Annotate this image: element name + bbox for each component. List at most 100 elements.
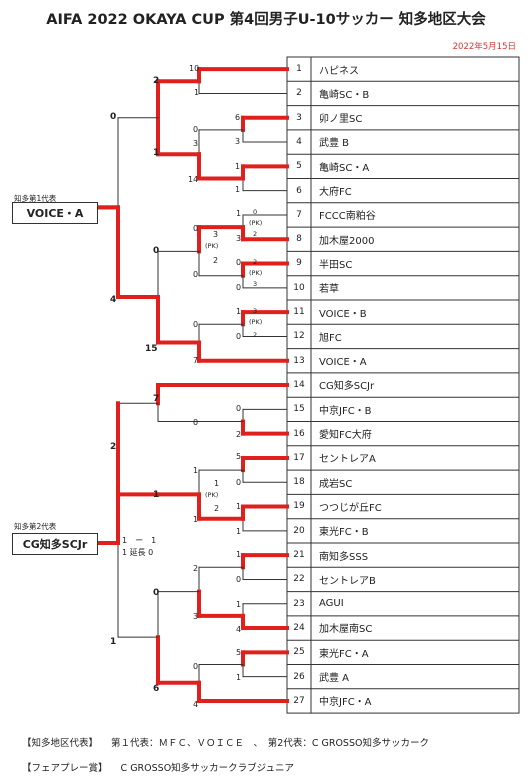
score-label: 0	[236, 332, 242, 341]
team-name: 中京JFC・A	[319, 697, 372, 709]
score-label: (PK)	[249, 318, 263, 326]
team-row: 19 つつじが丘FC	[287, 494, 519, 518]
score-label: 4	[110, 295, 117, 305]
team-name: AGUI	[319, 598, 344, 610]
team-number: 8	[296, 234, 302, 245]
rep1-box: VOICE・A	[12, 202, 98, 224]
score-label: 0	[236, 258, 242, 267]
score-label: 1	[193, 515, 199, 524]
team-number: 25	[293, 647, 305, 658]
score-label: 0	[193, 418, 199, 427]
team-number: 19	[293, 501, 305, 512]
score-label: 0	[253, 208, 258, 216]
score-label: 2	[213, 256, 219, 265]
score-label: 1	[236, 209, 242, 218]
score-label: 0	[193, 224, 199, 233]
team-name: 若草	[319, 284, 339, 296]
score-label: 3	[235, 137, 241, 146]
score-label: 14	[188, 175, 199, 184]
team-number: 24	[293, 622, 305, 633]
score-label: 1	[236, 527, 242, 536]
score-label: 1 ー 1	[122, 536, 157, 545]
team-name: 卯ノ里SC	[319, 114, 363, 126]
score-label: 1	[193, 466, 199, 475]
score-label: 1	[214, 479, 220, 488]
score-label: 4	[236, 625, 242, 634]
score-label: 1	[236, 673, 242, 682]
score-label: 0	[153, 246, 160, 256]
team-name: VOICE・B	[319, 308, 367, 320]
team-name: 南知多SSS	[319, 551, 369, 563]
team-name: つつじが丘FC	[319, 502, 382, 514]
team-name: FCCC南粕谷	[319, 211, 376, 223]
score-label: 2	[153, 76, 160, 86]
team-number: 26	[293, 671, 305, 682]
event-date: 2022年5月15日	[452, 42, 516, 52]
team-name: CG知多SCJr	[319, 381, 375, 393]
team-number: 21	[293, 550, 305, 560]
team-number: 14	[293, 379, 305, 390]
score-label: 0	[153, 588, 160, 598]
score-label: 0	[110, 112, 117, 122]
score-label: 2	[193, 564, 199, 573]
team-number: 5	[296, 161, 302, 172]
team-name: 武豊 A	[319, 673, 350, 684]
score-label: 4	[193, 700, 199, 709]
team-number: 22	[293, 574, 305, 585]
team-number: 13	[293, 355, 305, 366]
team-name: 中京JFC・B	[319, 405, 372, 417]
score-label: 0	[236, 575, 242, 584]
score-label: 3	[253, 307, 258, 315]
score-label: 2	[253, 258, 258, 266]
team-name: 成岩SC	[319, 478, 353, 490]
score-label: 0	[193, 270, 199, 279]
team-row: 22 セントレアB	[287, 567, 519, 591]
score-label: 0	[193, 320, 199, 329]
score-label: 3	[236, 234, 242, 243]
score-label: 5	[236, 648, 242, 657]
team-number: 4	[296, 136, 302, 147]
score-label: 1	[236, 550, 242, 559]
team-number: 11	[293, 307, 305, 317]
fairplay-text: C GROSSO知多サッカークラブジュニア	[120, 763, 295, 774]
team-number: 23	[293, 598, 305, 609]
representatives-text: 第１代表：ＭＦＣ、ＶＯＩＣＥ 、 第2代表：C GROSSO知多サッカーク	[111, 738, 429, 749]
team-row: 10 若草	[287, 276, 519, 300]
page-title: AIFA 2022 OKAYA CUP 第4回男子U-10サッカー 知多地区大会	[46, 12, 486, 28]
score-label: 10	[189, 64, 200, 73]
score-label: 0	[193, 662, 199, 671]
score-label: 3	[193, 139, 199, 148]
team-number: 10	[293, 282, 305, 293]
team-name: VOICE・A	[319, 357, 367, 369]
score-label: 1	[235, 162, 241, 171]
score-label: 2	[110, 442, 117, 452]
score-label: 1 延長 0	[122, 548, 154, 557]
fairplay-label: 【フェアプレー賞】	[22, 763, 108, 774]
team-number: 17	[293, 452, 305, 463]
team-name: ハピネス	[319, 65, 359, 77]
score-label: 5	[236, 452, 242, 461]
score-label: 2	[253, 331, 258, 339]
team-name: セントレアB	[319, 575, 376, 587]
score-label: 0	[236, 283, 242, 292]
score-label: 3	[213, 230, 219, 239]
score-label: 7	[193, 356, 199, 365]
score-label: 3	[193, 612, 199, 621]
score-label: 0	[193, 125, 199, 134]
team-name: 半田SC	[319, 259, 353, 271]
score-label: 1	[236, 600, 242, 609]
